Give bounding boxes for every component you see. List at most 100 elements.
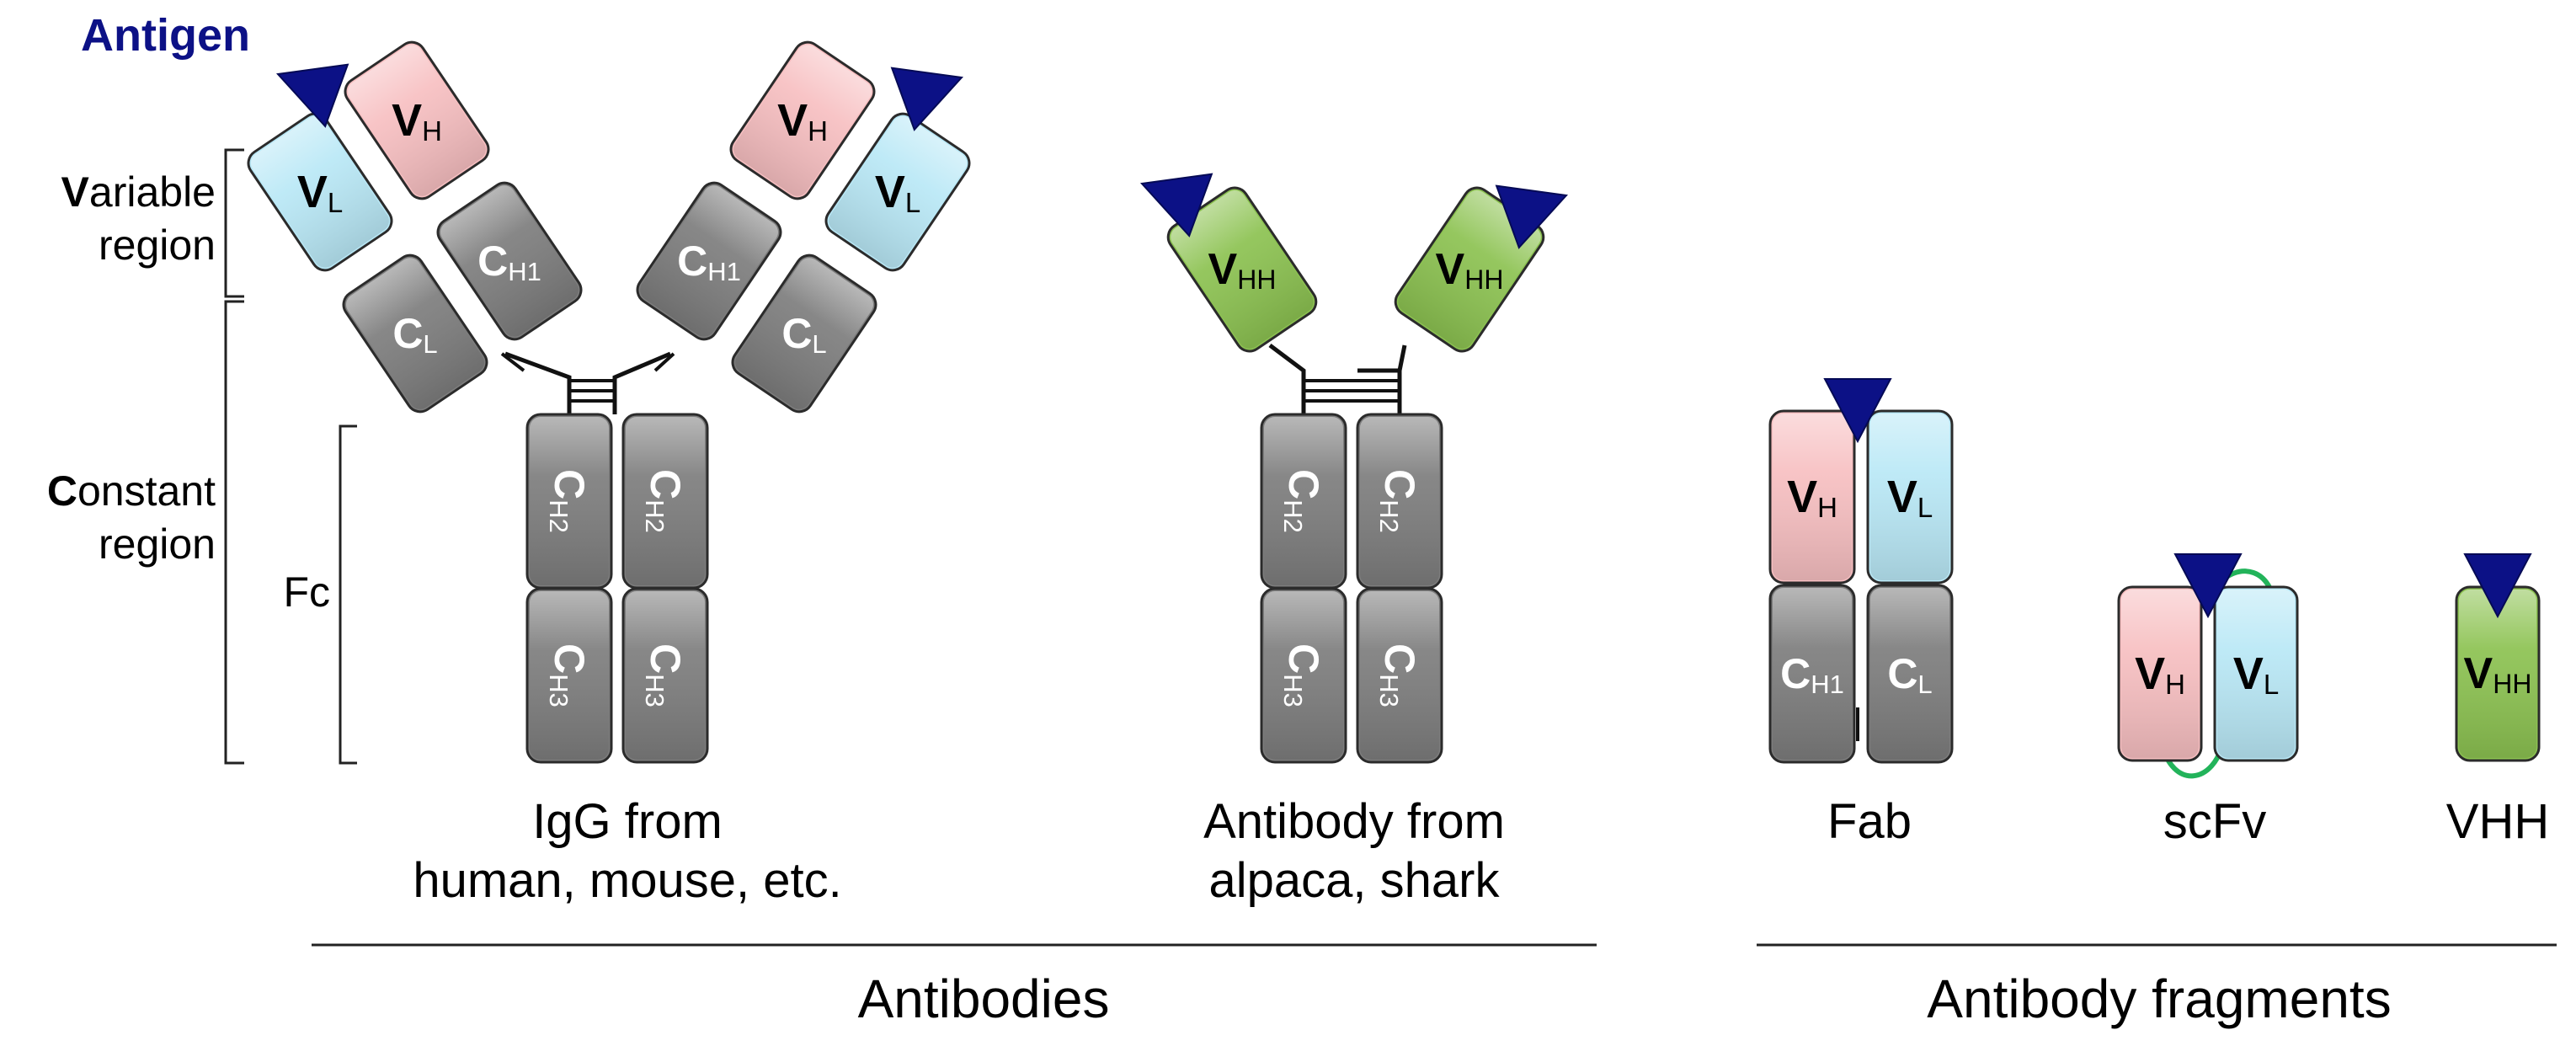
- scfv-vh-label: VH: [2135, 648, 2185, 700]
- igg-right-vh: VH: [729, 40, 876, 200]
- variable-region-label-line2: region: [99, 221, 216, 269]
- fab-vh-label: VH: [1787, 472, 1837, 523]
- igg-right-ch1-shade: [640, 185, 778, 337]
- igg-fc-ch2-left-shade: [530, 417, 609, 585]
- vhh-ab-fc-ch3-right-shade: [1360, 591, 1439, 760]
- scfv-antigen: [2173, 553, 2243, 619]
- igg-right-vl: VL: [824, 112, 971, 272]
- vhh-ab-hinge-right: [1397, 344, 1407, 414]
- igg-right-cl: CL: [731, 253, 877, 414]
- igg-left-ch1-shade: [440, 185, 579, 337]
- igg-antigen-right: [890, 67, 964, 131]
- igg-fc-ch3-right-label: CH3: [641, 643, 690, 707]
- igg-right-ch1: CH1: [636, 181, 782, 341]
- scfv-vl-shade: [2217, 590, 2295, 758]
- igg-left-ch1: CH1: [436, 181, 583, 341]
- vhh-ab-fc-ch2-left-label: CH2: [1279, 469, 1328, 533]
- fab-ch1-shade: [1773, 588, 1852, 760]
- antigens-layer: [275, 63, 2532, 619]
- fab-ch1-label: CH1: [1780, 650, 1844, 699]
- vhh-domain-label: VHH: [2464, 649, 2532, 699]
- vhh-ab-left-vhh-label: VHH: [1208, 245, 1277, 295]
- igg-fc-ch2-right-label: CH2: [641, 469, 690, 533]
- fab-vl-label: VL: [1887, 472, 1933, 523]
- vhh-ab-antigen-right: [1495, 184, 1569, 249]
- fc-label: Fc: [283, 568, 330, 616]
- vhh-ab-fc-ch3-left-shade: [1264, 591, 1343, 760]
- vhh-ab-fc-ch2-right: CH2: [1356, 413, 1443, 590]
- variable-region-label: Variable: [61, 168, 216, 216]
- vhh-antibody-caption-line1: Antibody from: [1203, 794, 1505, 849]
- igg-left-cl-label: CL: [392, 310, 437, 359]
- igg-fc-ch3-right-shade: [626, 591, 705, 760]
- igg-antigen-left: [275, 63, 349, 128]
- fc-bracket: [339, 424, 357, 765]
- fab-ch1: CH1: [1768, 584, 1856, 764]
- scfv-vl: VL: [2213, 585, 2299, 762]
- vhh-ab-fc-ch2-left-shade: [1264, 417, 1343, 585]
- constant-region-label-line2: region: [99, 520, 216, 568]
- antibodies-group-label: Antibodies: [858, 969, 1110, 1029]
- scfv-vh-shade: [2121, 590, 2199, 758]
- vhh-ab-hinge-left: [1268, 344, 1306, 414]
- igg-fc-ch3-left-shade: [530, 591, 609, 760]
- igg-right-vh-label: VH: [777, 95, 828, 147]
- scfv-caption: scFv: [2163, 794, 2266, 849]
- fab-vl: VL: [1866, 409, 1954, 584]
- vhh-ab-fc-ch3-right-label: CH3: [1375, 643, 1424, 707]
- fab-cl-label: CL: [1887, 650, 1932, 699]
- igg-left-ch1-label: CH1: [477, 237, 541, 286]
- constant-region-bracket: [224, 300, 244, 765]
- igg-right-ch1-label: CH1: [677, 237, 741, 286]
- igg-left-vh: VH: [344, 40, 490, 200]
- igg-left-vh-label: VH: [392, 95, 442, 147]
- igg-fc-ch3-left: CH3: [525, 587, 613, 764]
- igg-caption-line1: IgG from: [532, 794, 723, 849]
- vhh-ab-left-vhh: VHH: [1166, 186, 1318, 353]
- vhh-ab-fc-ch3-left-label: CH3: [1279, 643, 1328, 707]
- igg-fc-ch2-left: CH2: [525, 413, 613, 590]
- igg-right-vl-label: VL: [875, 167, 920, 218]
- vhh-ab-antigen-left: [1139, 173, 1213, 237]
- fab-vh-shade: [1773, 414, 1852, 580]
- vhh-ab-right-vhh-label: VHH: [1436, 245, 1504, 295]
- vhh-domain: VHH: [2455, 585, 2541, 762]
- igg-light-heavy-bond-right: [653, 352, 675, 372]
- igg-right-vl-shade: [829, 116, 967, 268]
- fragments-group-label: Antibody fragments: [1927, 969, 2391, 1029]
- vhh-ab-fc-ch2-left: CH2: [1260, 413, 1347, 590]
- igg-fc-ch2-right-shade: [626, 417, 705, 585]
- scfv-vl-label: VL: [2233, 648, 2279, 700]
- igg-left-cl-shade: [346, 258, 484, 409]
- fab-cl-shade: [1870, 588, 1949, 760]
- igg-right-vh-shade: [733, 45, 872, 196]
- fab-vl-shade: [1870, 414, 1949, 580]
- igg-left-vl-shade: [251, 116, 389, 268]
- igg-left-vh-shade: [348, 45, 486, 196]
- igg-fc-ch2-left-label: CH2: [545, 469, 594, 533]
- igg-fc-ch3-right: CH3: [621, 587, 709, 764]
- vhh-antigen: [2463, 553, 2532, 619]
- fab-cl: CL: [1866, 584, 1954, 764]
- fab-vh: VH: [1768, 409, 1856, 584]
- variable-region-bracket: [224, 148, 244, 298]
- vhh-ab-fc-ch2-right-label: CH2: [1375, 469, 1424, 533]
- vhh-antibody-caption-line2: alpaca, shark: [1209, 853, 1501, 908]
- igg-fc-ch3-left-label: CH3: [545, 643, 594, 707]
- vhh-ab-fc-ch2-right-shade: [1360, 417, 1439, 585]
- vhh-caption: VHH: [2446, 794, 2549, 849]
- vhh-ab-fc-ch3-right: CH3: [1356, 587, 1443, 764]
- vhh-ab-right-vhh-shade: [1398, 190, 1541, 349]
- vhh-ab-fc-ch3-left: CH3: [1260, 587, 1347, 764]
- igg-right-cl-label: CL: [781, 310, 826, 359]
- igg-light-heavy-bond-left: [500, 352, 525, 372]
- igg-caption-line2: human, mouse, etc.: [413, 853, 841, 908]
- scfv-vh: VH: [2117, 585, 2203, 762]
- vhh-domain-shade: [2459, 590, 2536, 758]
- constant-region-label: Constant: [47, 467, 216, 515]
- igg-left-vl-label: VL: [297, 167, 343, 218]
- fab-antigen: [1823, 378, 1892, 444]
- disulfide-links: [500, 344, 1859, 741]
